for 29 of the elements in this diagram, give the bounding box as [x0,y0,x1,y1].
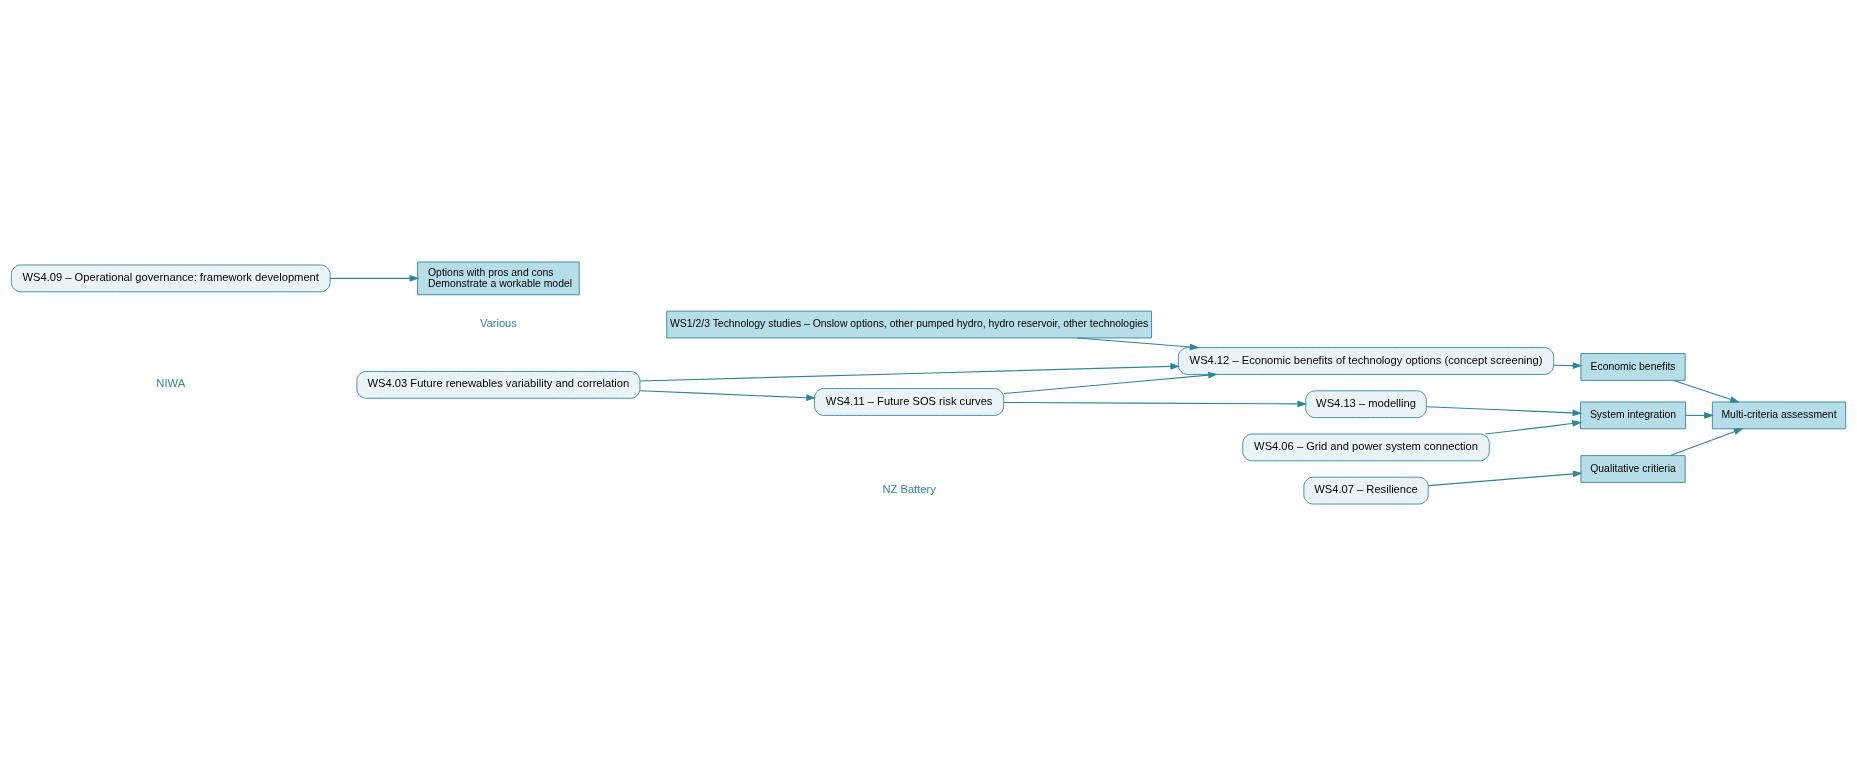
node-box: Qualitative critieria [1580,454,1686,483]
node-box: Options with pros and cons Demonstrate a workable model [417,261,580,295]
node-box: System integration [1580,401,1686,429]
arrow [639,389,816,401]
node-box: WS4.09 – Operational governance: framework development [10,264,331,292]
arrow [1553,361,1583,369]
arrow [1484,419,1582,435]
node-box: Economic benefits [1580,352,1686,381]
arrow [1673,379,1740,403]
node-box: WS4.12 – Economic benefits of technology options (concept screening) [1177,346,1555,375]
arrow [639,362,1181,382]
label: NIWA [156,376,186,389]
node-box: WS4.06 – Grid and power system connection [1242,433,1490,461]
arrow [329,274,420,282]
label: NZ Battery [882,482,936,495]
arrow [1425,405,1583,416]
label: Various [479,316,517,329]
arrow [1427,469,1583,486]
node-box: WS1/2/3 Technology studies – Onslow options, other pumped hydro, hydro reservoir, other technologies [666,310,1152,338]
node-box: WS4.07 – Resilience [1303,476,1429,504]
arrow [1003,371,1218,394]
node-box: WS4.13 – modelling [1305,389,1427,418]
arrow [1669,427,1744,456]
node-box: WS4.11 – Future SOS risk curves [814,387,1005,416]
arrow [1076,336,1200,350]
node-box: Multi-criteria assessment [1711,401,1847,429]
arrow [1003,400,1308,407]
arrow [1685,411,1714,419]
node-box: WS4.03 Future renewables variability and correlation [356,370,641,399]
